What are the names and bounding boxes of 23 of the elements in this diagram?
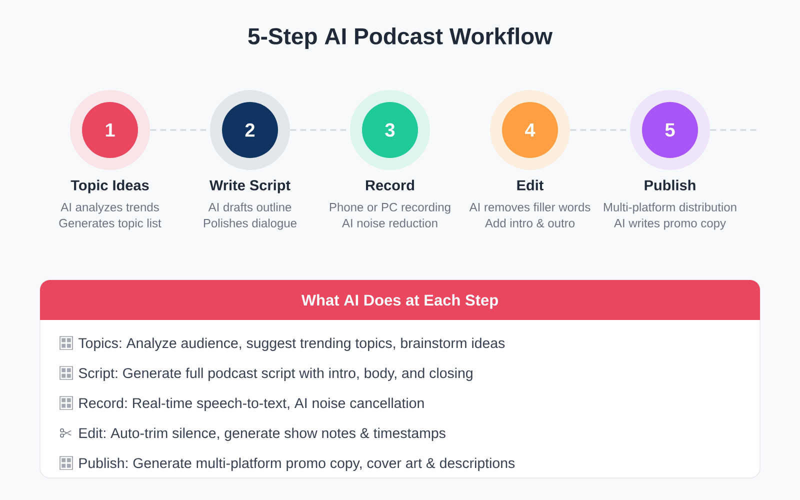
list-item: Record: Real-time speech-to-text, AI noise cancellation <box>79 398 424 411</box>
step-title: Write Script <box>209 180 290 194</box>
list-item: Topics: Analyze audience, suggest trending topics, brainstorm ideas <box>78 338 505 351</box>
step-description: Polishes dialogue <box>204 218 296 230</box>
step-description: AI drafts outline <box>208 202 292 212</box>
list-item: Script: Generate full podcast script with intro, body, and closing <box>78 368 472 381</box>
connector-line <box>710 129 758 131</box>
step-description: AI removes filler words <box>469 202 590 212</box>
step-title: Edit <box>517 180 544 190</box>
list-item: Edit: Auto-trim silence, generate show notes & timestamps <box>79 428 446 441</box>
step-title: Topic Ideas <box>70 180 149 194</box>
step-description: AI writes promo copy <box>614 218 726 230</box>
step-title: Record <box>366 180 414 190</box>
step-description: Multi-platform distribution <box>604 202 736 214</box>
header-band: What AI Does at Each Step <box>40 280 760 320</box>
step-description: AI noise reduction <box>342 218 438 228</box>
step-description: Generates topic list <box>59 218 162 230</box>
step-description: Add intro & outro <box>485 218 574 228</box>
list-item: Publish: Generate multi-platform promo copy, cover art & descriptions <box>79 458 515 471</box>
step-description: AI analyzes trends <box>60 202 159 214</box>
step-description: Phone or PC recording <box>330 202 450 214</box>
step-title: Publish <box>644 180 696 190</box>
title: 5-Step AI Podcast Workflow <box>248 28 553 49</box>
